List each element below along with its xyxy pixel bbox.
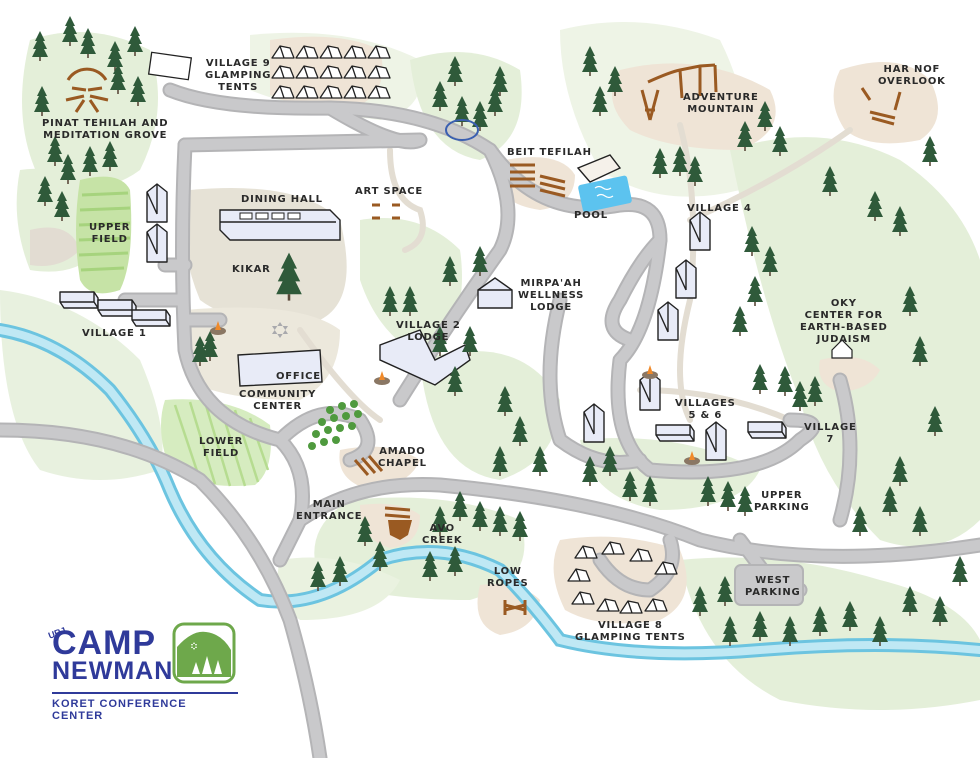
label-village7[interactable]: VILLAGE 7 <box>804 422 857 445</box>
label-villages-5-6[interactable]: VILLAGES 5 & 6 <box>675 398 736 421</box>
label-community-center[interactable]: COMMUNITY CENTER <box>239 389 317 412</box>
community-center-building <box>237 349 323 387</box>
mountain-star-badge-icon <box>172 622 236 684</box>
star-of-david <box>272 322 288 338</box>
orchard <box>308 400 362 450</box>
label-lower-field[interactable]: LOWER FIELD <box>199 436 244 459</box>
label-upper-field[interactable]: UPPER FIELD <box>89 222 131 245</box>
label-low-ropes[interactable]: LOW ROPES <box>487 566 529 589</box>
label-kikar[interactable]: KIKAR <box>232 264 271 275</box>
label-adventure-mountain[interactable]: ADVENTURE MOUNTAIN <box>683 92 759 115</box>
label-main-entrance[interactable]: MAIN ENTRANCE <box>296 499 363 522</box>
buildings <box>59 51 853 461</box>
label-art-space[interactable]: ART SPACE <box>355 186 424 197</box>
label-har-nof[interactable]: HAR NOF OVERLOOK <box>878 64 946 87</box>
label-beit-tefilah[interactable]: BEIT TEFILAH <box>507 147 592 158</box>
label-village8[interactable]: VILLAGE 8 GLAMPING TENTS <box>575 620 686 643</box>
west-parking-lot[interactable] <box>734 564 804 606</box>
trails <box>297 122 853 423</box>
wooden-structures <box>65 63 902 615</box>
label-pool[interactable]: POOL <box>574 210 608 221</box>
logo-camp: CAMP <box>52 624 157 662</box>
label-village9[interactable]: VILLAGE 9 GLAMPING TENTS <box>205 58 272 93</box>
camp-newman-logo: URJ CAMP NEWMAN KORET CONFERENCE CENTER <box>40 620 240 722</box>
upper-field[interactable] <box>76 176 132 294</box>
label-amado-chapel[interactable]: AMADO CHAPEL <box>378 446 427 469</box>
label-pinat-tehilah[interactable]: PINAT TEHILAH AND MEDITATION GROVE <box>42 118 169 141</box>
label-oky-center[interactable]: OKY CENTER FOR EARTH-BASED JUDAISM <box>800 298 888 345</box>
label-mirpaah[interactable]: MIRPA'AH WELLNESS LODGE <box>518 278 585 313</box>
logo-subtitle: KORET CONFERENCE CENTER <box>52 698 187 722</box>
label-west-parking[interactable]: WEST PARKING <box>745 575 801 598</box>
mirpaah-lodge-building <box>477 277 513 309</box>
label-dining-hall[interactable]: DINING HALL <box>241 194 323 205</box>
avo-creek-deck <box>388 520 412 540</box>
label-village1[interactable]: VILLAGE 1 <box>82 328 147 339</box>
village2-lodge-building <box>379 329 471 386</box>
label-office[interactable]: OFFICE <box>276 371 321 382</box>
soccer-pitch <box>147 51 193 81</box>
label-avo-creek[interactable]: AVO CREEK <box>422 523 463 546</box>
logo-newman: NEWMAN <box>52 657 174 685</box>
pool[interactable] <box>578 175 633 213</box>
label-village2-lodge[interactable]: VILLAGE 2 LODGE <box>396 320 461 343</box>
oky-center-building <box>831 339 853 359</box>
label-upper-parking[interactable]: UPPER PARKING <box>754 490 810 513</box>
label-village4[interactable]: VILLAGE 4 <box>687 203 752 214</box>
river <box>0 323 980 661</box>
logo-divider <box>52 692 238 694</box>
meditation-pond <box>445 119 479 141</box>
